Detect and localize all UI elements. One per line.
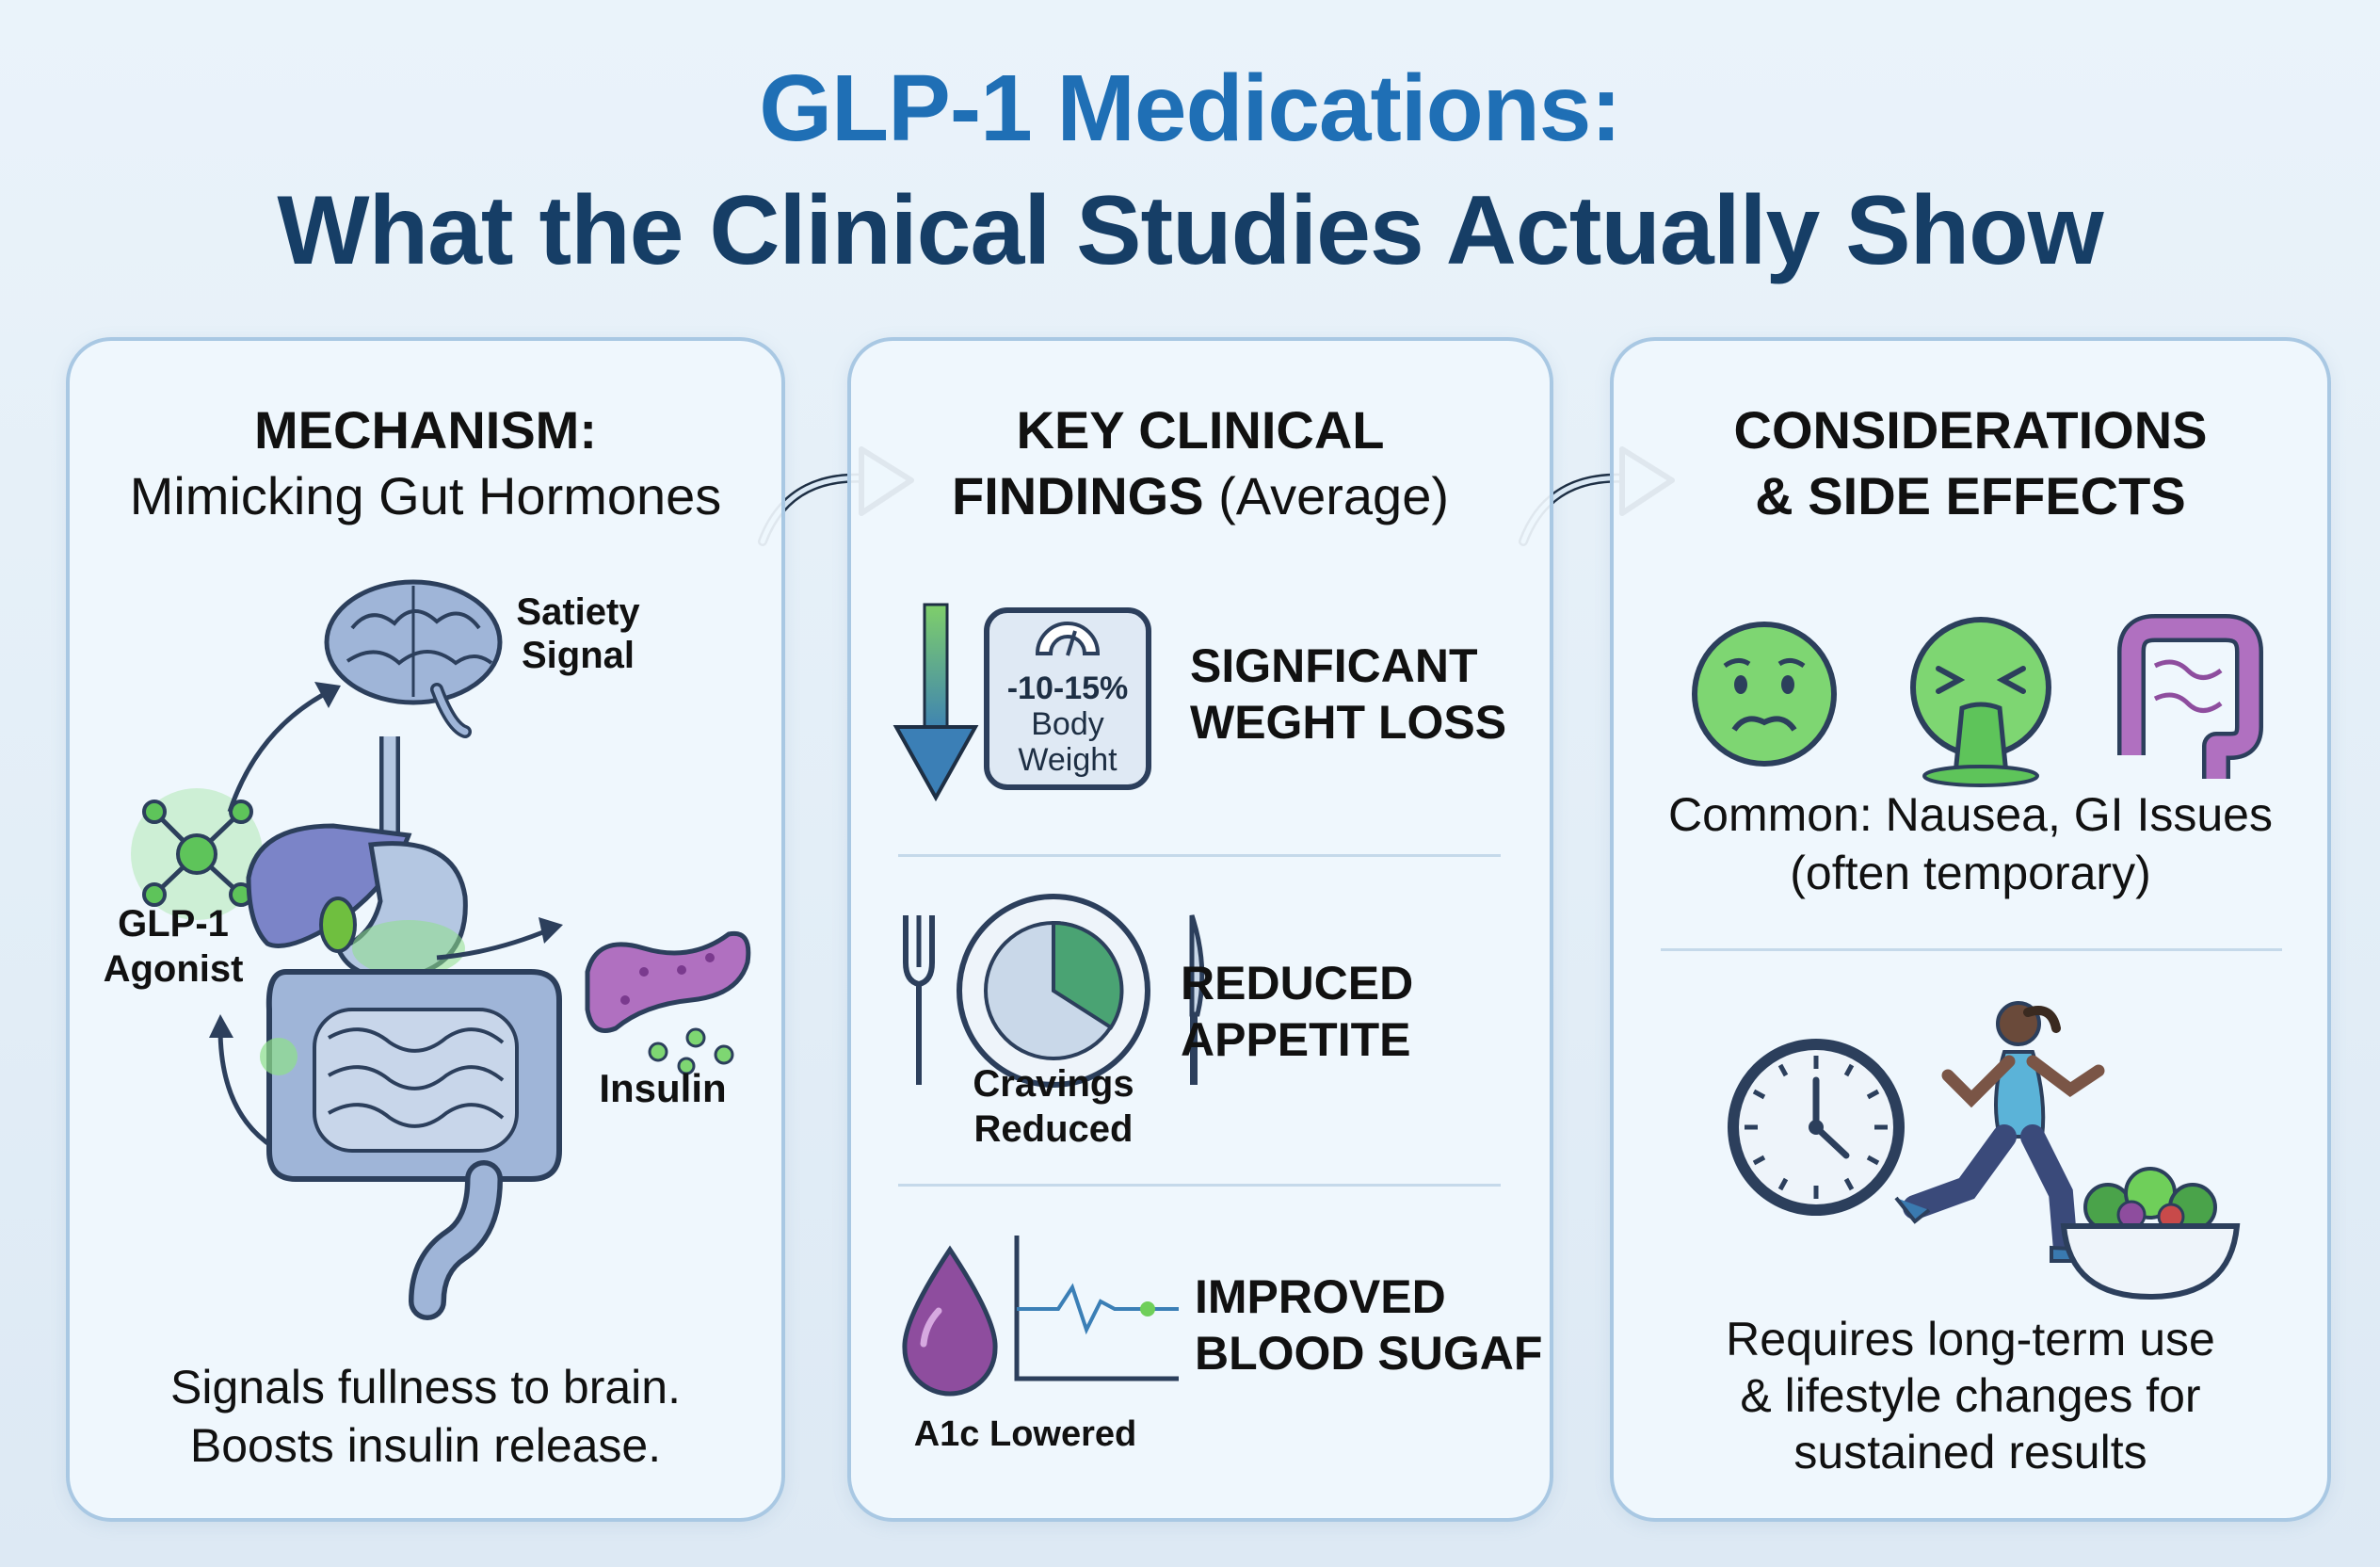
brain-icon <box>324 579 503 738</box>
mechanism-footer: Signals fullness to brain.Boosts insulin… <box>170 1361 681 1472</box>
considerations-heading: CONSIDERATIONS& SIDE EFFECTS <box>1733 400 2208 525</box>
findings-panel: KEY CLINICAL FINDINGS (Average) -10-15% … <box>847 337 1553 1522</box>
clock-icon <box>1728 1039 1905 1216</box>
findings-heading-line-1: KEY CLINICAL <box>1016 400 1385 460</box>
considerations-panel: CONSIDERATIONS& SIDE EFFECTS Common: Nau… <box>1610 337 2331 1522</box>
nauseous-face-icon <box>1692 622 1837 767</box>
divider-1 <box>898 854 1501 857</box>
title-line-2: What the Clinical Studies Actually Show <box>277 176 2103 285</box>
title-line-1: GLP-1 Medications: <box>759 56 1621 161</box>
salad-bowl-icon <box>2060 1167 2241 1300</box>
mechanism-subheading: Mimicking Gut Hormones <box>129 466 722 525</box>
considerations-footer: Requires long-term use& lifestyle change… <box>1726 1313 2215 1478</box>
glp1-molecule-icon <box>131 788 263 920</box>
divider-2 <box>898 1184 1501 1187</box>
divider-3 <box>1661 948 2282 951</box>
insulin-label: Insulin <box>599 1066 727 1110</box>
vomiting-face-icon <box>1910 617 2051 787</box>
runner-icon <box>1894 1001 2105 1263</box>
a1c-caption: A1c Lowered <box>913 1414 1137 1454</box>
intestine-icon <box>2117 614 2263 779</box>
down-arrow-icon <box>892 603 979 802</box>
blood-drop-icon <box>902 1245 998 1397</box>
plate-icon <box>903 894 1205 1088</box>
mechanism-heading: MECHANISM: <box>254 400 597 460</box>
common-side-effects: Common: Nausea, GI Issues(often temporar… <box>1668 788 2273 899</box>
mechanism-panel: MECHANISM: Mimicking Gut Hormones Satiet… <box>66 337 785 1522</box>
scale-readout: -10-15% Body Weight <box>1006 670 1129 778</box>
digestive-system-icon <box>246 736 563 1320</box>
scale-icon <box>984 607 1151 790</box>
findings-heading-line-2: FINDINGS (Average) <box>952 466 1449 525</box>
pancreas-icon <box>585 930 751 1075</box>
arrow-to-brain-icon <box>227 682 341 813</box>
glucose-chart-icon <box>1014 1236 1179 1381</box>
